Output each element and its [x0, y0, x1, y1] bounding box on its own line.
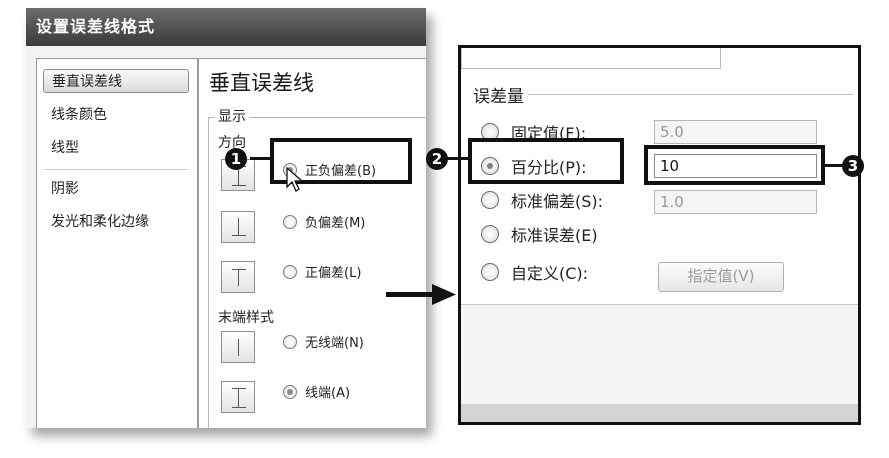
- specify-value-button[interactable]: 指定值(V): [658, 262, 784, 292]
- percentage-input[interactable]: 10: [654, 154, 817, 178]
- cap-icon: [221, 381, 255, 413]
- mouse-cursor-icon: [286, 167, 304, 192]
- standard-error-label: 标准误差(E): [511, 226, 598, 245]
- radio-plus[interactable]: [283, 265, 297, 279]
- sidebar-divider: [43, 169, 189, 170]
- option-cap-label: 线端(A): [305, 386, 351, 401]
- step-2-badge: 2: [426, 148, 448, 170]
- step-3-badge: 3: [842, 155, 864, 177]
- settings-panel: 垂直误差线 显示 方向 正负偏差(B) 负偏差(M) 正偏差(L) 末端样式 无…: [198, 58, 426, 428]
- minus-direction-icon: [221, 211, 255, 243]
- percentage-label: 百分比(P):: [511, 158, 587, 177]
- option-plus-label: 正偏差(L): [305, 266, 362, 281]
- sidebar-item-shadow[interactable]: 阴影: [51, 181, 79, 197]
- radio-standard-deviation[interactable]: [481, 191, 499, 209]
- panel-title: 垂直误差线: [209, 71, 314, 95]
- fixed-value-input[interactable]: 5.0: [654, 120, 817, 144]
- no-cap-icon: [221, 331, 255, 363]
- highlight-both-option: [270, 138, 412, 184]
- arrow-right-icon: [386, 284, 456, 305]
- radio-percentage[interactable]: [481, 157, 499, 175]
- highlight-percentage-input: [644, 145, 825, 185]
- error-amount-group-line: [473, 94, 853, 95]
- end-style-label: 末端样式: [215, 307, 277, 327]
- sidebar-item-line-color[interactable]: 线条颜色: [51, 107, 107, 123]
- radio-no-cap[interactable]: [283, 335, 297, 349]
- standard-deviation-input[interactable]: 1.0: [654, 190, 817, 214]
- radio-minus[interactable]: [283, 215, 297, 229]
- radio-standard-error[interactable]: [481, 225, 499, 243]
- zoomed-error-amount-panel: 误差量 固定值(F): 5.0 百分比(P): 10 标准偏差(S): 1.0 …: [458, 45, 861, 425]
- dialog-title: 设置误差线格式: [26, 8, 426, 46]
- connector-1: [250, 157, 272, 160]
- zoom-content: 误差量 固定值(F): 5.0 百分比(P): 10 标准偏差(S): 1.0 …: [461, 48, 858, 305]
- zoom-top-tab: [461, 48, 721, 69]
- sidebar-item-vertical-error-bars[interactable]: 垂直误差线: [43, 69, 189, 93]
- connector-2: [447, 157, 470, 160]
- option-both-label: 正负偏差(B): [305, 164, 377, 179]
- option-minus-label: 负偏差(M): [305, 216, 366, 231]
- standard-deviation-label: 标准偏差(S):: [511, 192, 604, 211]
- radio-custom[interactable]: [481, 263, 499, 281]
- radio-cap[interactable]: [283, 385, 297, 399]
- direction-label: 方向: [215, 132, 249, 152]
- format-error-bars-dialog: 设置误差线格式 垂直误差线 线条颜色 线型 阴影 发光和柔化边缘 垂直误差线 显…: [26, 8, 426, 428]
- sidebar-item-glow-soft-edges[interactable]: 发光和柔化边缘: [51, 214, 149, 230]
- sidebar-item-line-style[interactable]: 线型: [51, 140, 79, 156]
- highlight-percentage-option: [468, 138, 624, 184]
- display-group-label: 显示: [215, 106, 249, 126]
- connector-3: [823, 164, 843, 167]
- display-group: [208, 117, 426, 428]
- category-sidebar: 垂直误差线 线条颜色 线型 阴影 发光和柔化边缘: [36, 58, 198, 428]
- custom-label: 自定义(C):: [511, 264, 589, 283]
- step-1-badge: 1: [225, 148, 247, 170]
- zoom-footer: [461, 404, 858, 422]
- option-no-cap-label: 无线端(N): [305, 336, 364, 351]
- error-amount-label: 误差量: [473, 82, 528, 107]
- plus-direction-icon: [221, 261, 255, 293]
